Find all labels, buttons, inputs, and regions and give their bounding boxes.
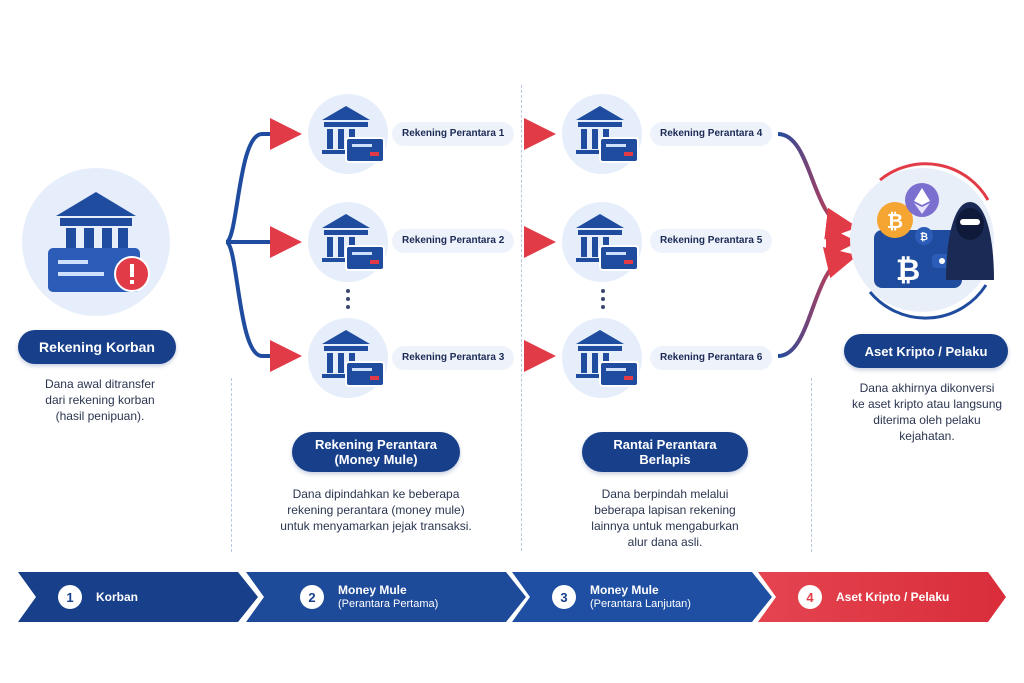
bank-node-1 [308, 94, 388, 174]
card-icon [599, 137, 639, 163]
step-4: 4 Aset Kripto / Pelaku [798, 572, 949, 622]
bank-icon [56, 192, 136, 264]
divider [811, 378, 812, 552]
ellipsis-dot [346, 297, 350, 301]
step-shape-4 [758, 572, 1006, 622]
ellipsis-dot [601, 289, 605, 293]
bank-icon [576, 330, 639, 387]
final-title: Aset Kripto / Pelaku [844, 334, 1008, 368]
bank-icon [322, 106, 385, 163]
step-number: 4 [798, 585, 822, 609]
card-icon [345, 361, 385, 387]
ellipsis-dot [346, 289, 350, 293]
bitcoin-icon: ₿ [877, 202, 913, 238]
divider [521, 85, 522, 551]
victim-bank [22, 168, 170, 316]
step-sublabel: (Perantara Lanjutan) [590, 598, 691, 610]
account-chip-1: Rekening Perantara 1 [392, 122, 515, 146]
account-chip-4: Rekening Perantara 4 [650, 122, 773, 146]
hacker-icon [946, 202, 994, 280]
account-chip-5: Rekening Perantara 5 [650, 229, 773, 253]
step-shape-1 [18, 572, 258, 622]
step-sublabel: (Perantara Pertama) [338, 598, 439, 610]
step-number: 3 [552, 585, 576, 609]
step-shape-2 [246, 572, 526, 622]
ellipsis-dot [601, 305, 605, 309]
bank-node-4 [562, 94, 642, 174]
step-1: 1 Korban [58, 572, 138, 622]
bank-icon [576, 106, 639, 163]
bank-node-6 [562, 318, 642, 398]
step-number: 2 [300, 585, 324, 609]
step-2: 2 Money Mule(Perantara Pertama) [300, 572, 438, 622]
step-label: Money Mule [338, 583, 407, 597]
account-chip-3: Rekening Perantara 3 [392, 346, 515, 370]
divider [231, 378, 232, 552]
svg-text:₿: ₿ [887, 209, 903, 233]
card-icon [345, 137, 385, 163]
account-chip-2: Rekening Perantara 2 [392, 229, 515, 253]
svg-text:₿: ₿ [896, 253, 920, 288]
crypto-perpetrator-icon: ₿ ₿ ₿ [850, 168, 994, 312]
step-number: 1 [58, 585, 82, 609]
bank-node-2 [308, 202, 388, 282]
bank-node-3 [308, 318, 388, 398]
ethereum-icon [905, 183, 939, 217]
bank-node-5 [562, 202, 642, 282]
step-label: Aset Kripto / Pelaku [836, 590, 950, 604]
step-banner [18, 572, 1006, 622]
stage2-title: Rekening Perantara(Money Mule) [292, 432, 460, 472]
ellipsis-dot [601, 297, 605, 301]
ellipsis-dot [346, 305, 350, 309]
step-label: Korban [96, 590, 138, 604]
step-label: Money Mule [590, 583, 659, 597]
alert-icon [114, 256, 150, 292]
bank-icon [576, 214, 639, 271]
svg-text:₿: ₿ [920, 231, 928, 243]
card-icon [599, 245, 639, 271]
account-chip-6: Rekening Perantara 6 [650, 346, 773, 370]
victim-title: Rekening Korban [18, 330, 176, 364]
step-3: 3 Money Mule(Perantara Lanjutan) [552, 572, 691, 622]
card-icon [345, 245, 385, 271]
bank-icon [322, 214, 385, 271]
step-shape-3 [512, 572, 772, 622]
bank-icon [322, 330, 385, 387]
card-icon [599, 361, 639, 387]
